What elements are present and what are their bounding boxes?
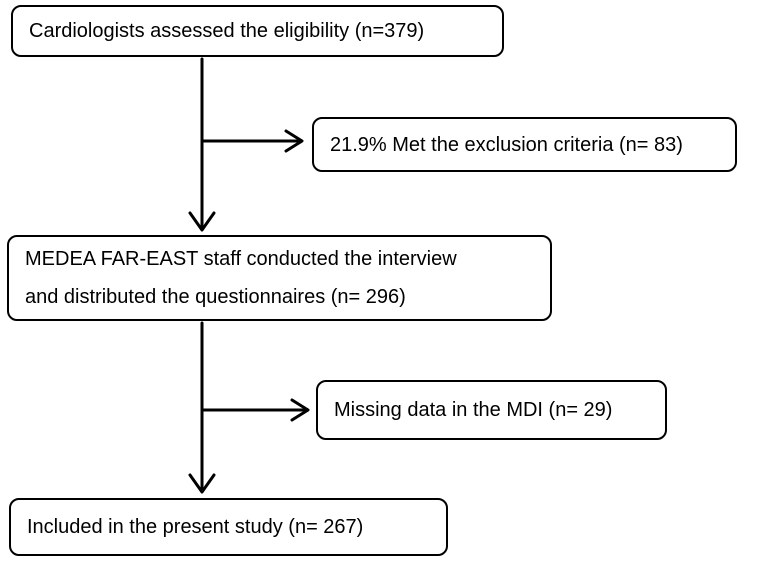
exclusion-text: 21.9% Met the exclusion criteria (n= 83) [330,133,683,156]
included-text: Included in the present study (n= 267) [27,516,364,538]
interview-text-line2: and distributed the questionnaires (n= 2… [25,286,406,308]
missing-data-text: Missing data in the MDI (n= 29) [334,399,613,421]
exclusion-box: 21.9% Met the exclusion criteria (n= 83) [312,117,737,172]
eligibility-text: Cardiologists assessed the eligibility (… [29,20,425,42]
included-box: Included in the present study (n= 267) [9,498,448,556]
interview-text-line1: MEDEA FAR-EAST staff conducted the inter… [25,248,457,270]
interview-box: MEDEA FAR-EAST staff conducted the inter… [7,235,552,321]
eligibility-box: Cardiologists assessed the eligibility (… [11,5,504,57]
missing-data-box: Missing data in the MDI (n= 29) [316,380,667,440]
